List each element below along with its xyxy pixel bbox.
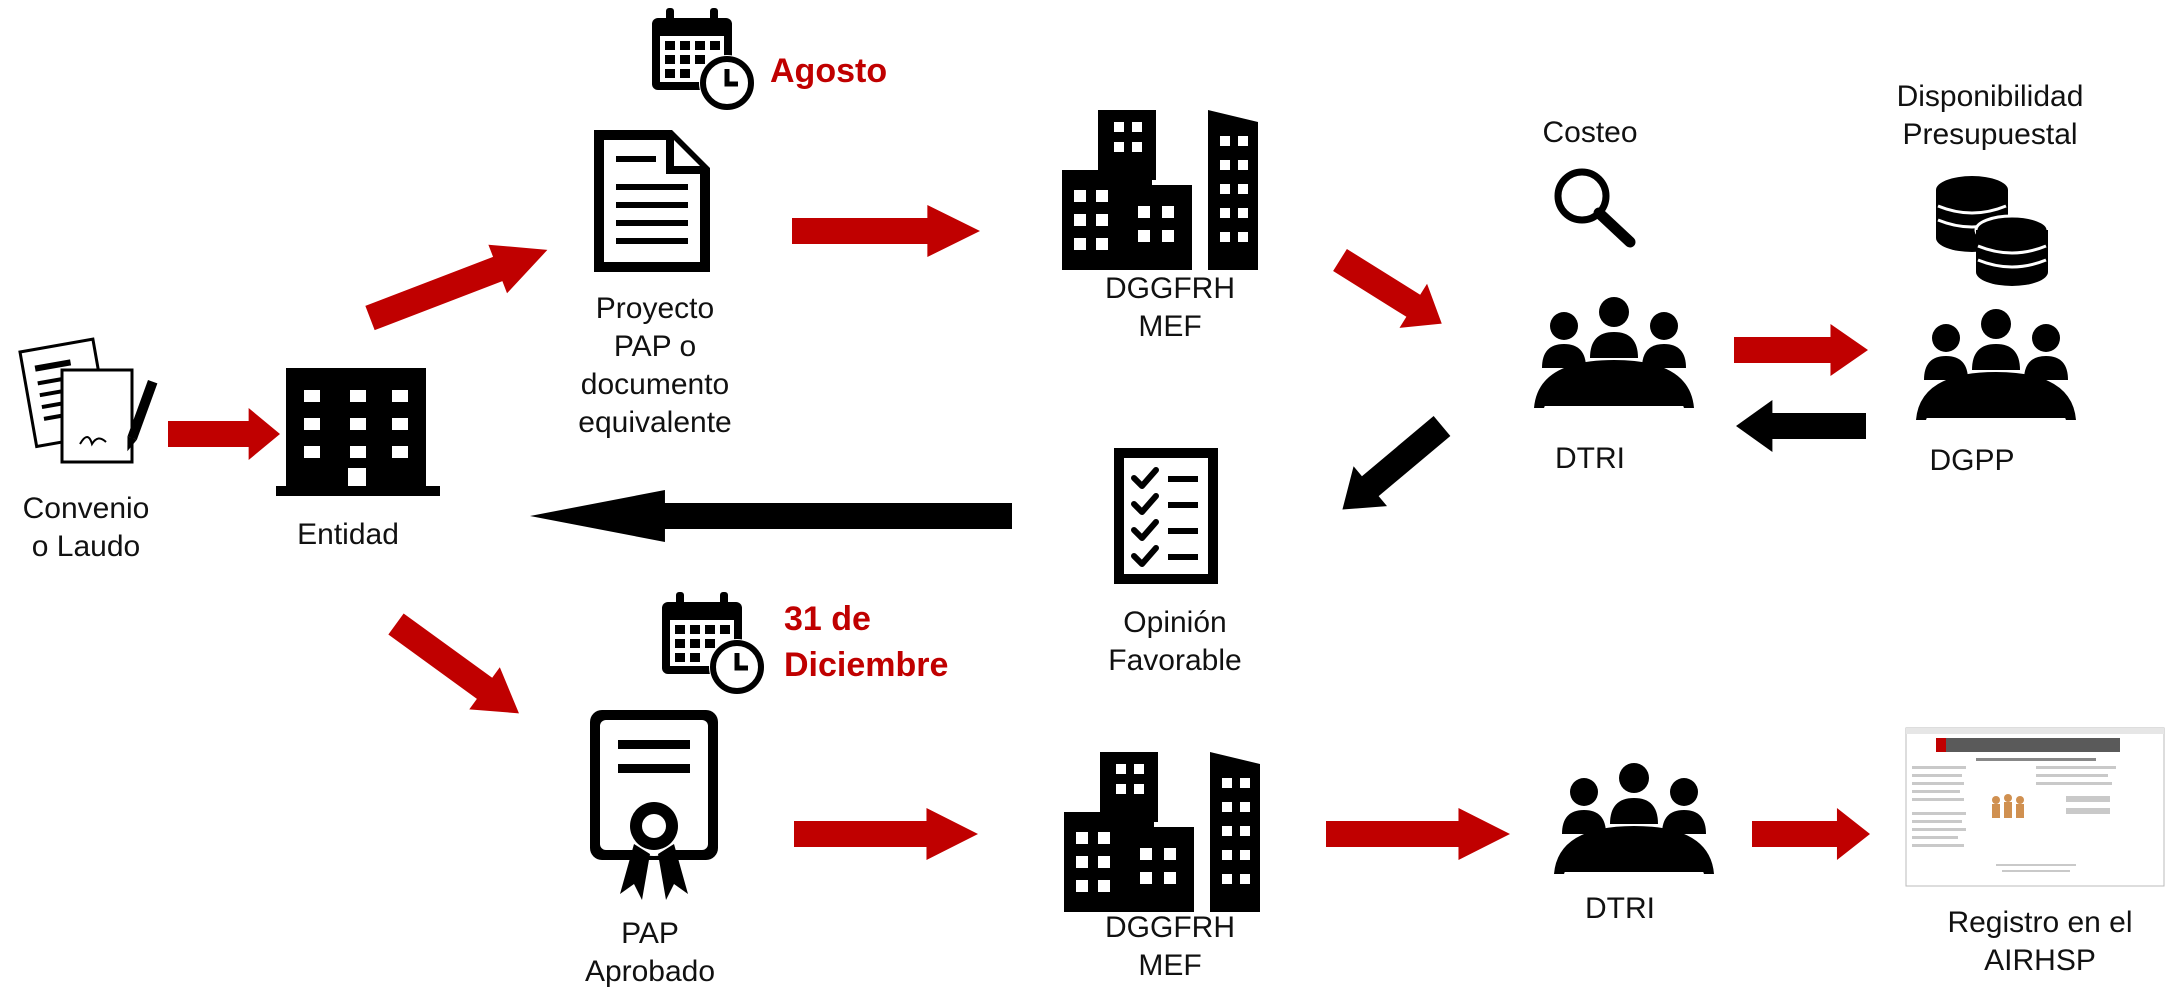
dggfrh-top-label: DGGFRH MEF: [1105, 272, 1235, 343]
meeting-group-icon: [1534, 297, 1694, 408]
contract-document-icon: [18, 337, 158, 464]
dtri-top-label: DTRI: [1555, 442, 1625, 475]
arrow-convenio-to-entidad: [168, 408, 280, 460]
arrow-dggfrh-to-dtri: [1326, 237, 1456, 346]
arrow-dtri-to-dgpp: [1734, 324, 1868, 376]
calendar-clock-icon: [662, 592, 765, 695]
pap-aprobado-label: PAP Aprobado: [584, 917, 716, 988]
registro-label: Registro en el AIRHSP: [1947, 906, 2133, 977]
dggfrh-bottom-label: DGGFRH MEF: [1105, 911, 1235, 982]
website-screenshot-icon: [1905, 727, 2165, 887]
agosto-date: Agosto: [770, 52, 888, 90]
coins-icon: [1936, 176, 2050, 286]
costeo-label: Costeo: [1542, 116, 1638, 149]
arrow-entidad-to-pap: [380, 602, 535, 735]
certificate-icon: [590, 710, 718, 900]
diciembre-date: 31 de Diciembre: [784, 600, 949, 684]
disponibilidad-label: Disponibilidad Presupuestal: [1896, 80, 2084, 151]
dtri-bottom-label: DTRI: [1585, 892, 1655, 925]
meeting-group-icon: [1554, 763, 1714, 874]
opinion-label: Opinión Favorable: [1108, 606, 1242, 677]
arrow-proyecto-to-dggfrh: [792, 205, 980, 257]
arrow-dtri-to-opinion: [1325, 406, 1459, 530]
city-buildings-icon: [1064, 752, 1260, 912]
proyecto-label: Proyecto PAP o documento equivalente: [578, 292, 732, 439]
dgpp-label: DGPP: [1929, 444, 2015, 477]
arrow-pap-to-dggfrh: [794, 808, 978, 860]
city-buildings-icon: [1062, 110, 1258, 270]
building-icon: [276, 368, 440, 496]
convenio-label: Convenio o Laudo: [22, 492, 150, 563]
arrow-dgpp-to-dtri: [1736, 400, 1866, 452]
entidad-label: Entidad: [297, 518, 399, 551]
arrow-opinion-to-entidad: [530, 490, 1012, 542]
arrow-dggfrh-to-dtri-bottom: [1326, 808, 1510, 860]
arrow-dtri-to-airhsp: [1752, 808, 1870, 860]
calendar-clock-icon: [652, 8, 755, 111]
magnifier-icon: [1554, 168, 1636, 248]
arrow-entidad-to-proyecto: [360, 225, 557, 343]
checklist-icon: [1114, 448, 1218, 584]
meeting-group-icon: [1916, 309, 2076, 420]
document-icon: [594, 130, 710, 272]
